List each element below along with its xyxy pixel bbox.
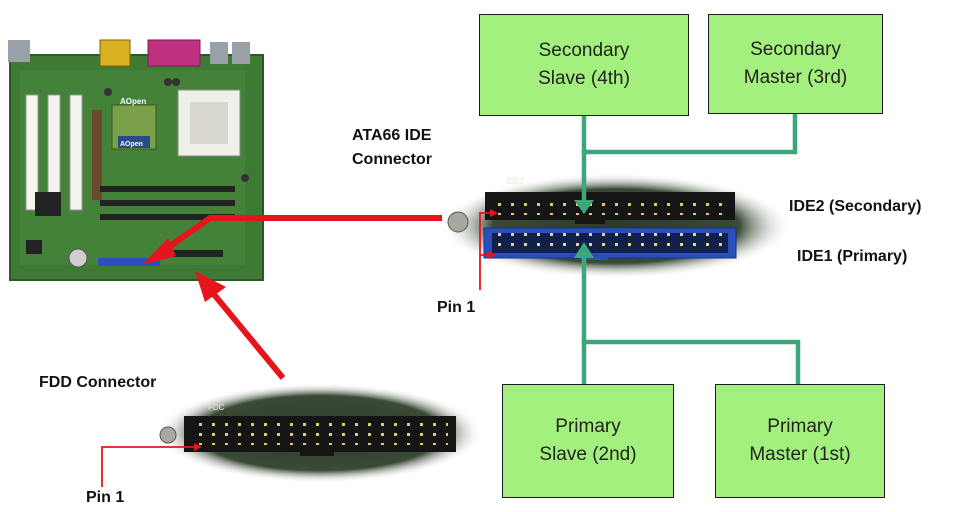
ide-connector-closeup [440,173,792,279]
motherboard-image [8,39,264,281]
ide-pointer-arrow [158,215,442,256]
primary-master-line2: Master (1st) [749,444,851,465]
ide-pointer-arrowhead [142,238,176,265]
ata66-ide-label-line1: ATA66 IDE [352,127,432,144]
ide2-silkscreen: IDE2 [506,177,524,186]
pin1-ide-arrowhead [490,209,498,217]
pin1-ide1-arrowhead [488,251,496,259]
secondary-master-line1: Secondary [750,39,841,61]
pin1-ide-label: Pin 1 [437,299,476,316]
ide-cables [581,111,801,388]
pin1-fdd-label: Pin 1 [86,489,125,506]
secondary-master-line2: Master (3rd) [743,67,848,88]
ata66-ide-label-line2: Connector [352,151,432,168]
cable-primary-split [581,339,801,388]
fdd-connector-label: FDD Connector [39,374,157,391]
primary-master-box: Primary Master (1st) [715,384,885,498]
primary-slave-box: Primary Slave (2nd) [502,384,674,498]
secondary-slave-line1: Secondary [538,40,630,62]
pin1-fdd-leader [101,446,198,487]
aopen-logo: AOpen [120,97,146,106]
pin1-fdd-arrowhead [194,443,202,451]
ata66-ide-label: ATA66 IDE Connector [352,124,432,172]
cable-secondary-master [581,111,798,155]
secondary-cable-arrowhead [574,200,594,214]
secondary-master-box: Secondary Master (3rd) [708,14,883,114]
fdc-silkscreen: FDC [208,403,225,412]
pin1-ide2-leader [479,212,494,290]
ide1-primary-label: IDE1 (Primary) [797,248,908,265]
secondary-slave-line2: Slave (4th) [538,68,630,89]
red-arrows [142,215,442,380]
primary-cable-arrowhead [574,242,594,258]
secondary-slave-box: Secondary Slave (4th) [479,14,689,116]
aopen-chip-logo: AOpen [120,141,143,148]
fdd-pointer-arrow [209,290,286,380]
fdd-pointer-arrowhead [195,271,226,302]
primary-master-line1: Primary [767,416,833,438]
ide2-secondary-label: IDE2 (Secondary) [789,198,922,215]
primary-slave-line2: Slave (2nd) [539,444,637,465]
fdd-connector-closeup [157,383,483,483]
primary-slave-line1: Primary [555,416,621,438]
